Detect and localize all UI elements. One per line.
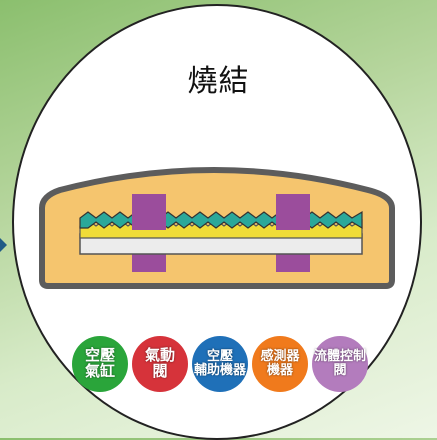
button-line1: 空壓 (84, 346, 115, 365)
pillar-upper-left (132, 194, 166, 230)
button-line2: 閥 (152, 362, 168, 380)
pillar-lower-left (132, 250, 166, 272)
fluid-control-valve-button[interactable]: 流體控制 閥 (312, 336, 368, 392)
pneumatic-valve-button[interactable]: 氣動 閥 (132, 336, 188, 392)
button-line2: 輔助機器 (193, 363, 246, 378)
button-line2: 氣缸 (84, 362, 115, 380)
air-auxiliary-button[interactable]: 空壓 輔助機器 (192, 336, 248, 392)
pillar-lower-right (276, 250, 310, 272)
button-line1: 感測器 (260, 349, 300, 365)
button-line1: 空壓 (206, 349, 233, 365)
left-arrow-icon[interactable] (0, 238, 7, 252)
sensor-button[interactable]: 感測器 機器 (252, 336, 308, 392)
button-line1: 流體控制 (313, 349, 366, 365)
button-line2: 機器 (266, 363, 293, 378)
pillar-upper-right (276, 194, 310, 230)
diagram-title: 燒結 (187, 64, 250, 99)
button-line1: 氣動 (144, 346, 175, 365)
button-line2: 閥 (333, 363, 347, 378)
pneumatic-cylinder-button[interactable]: 空壓 氣缸 (72, 336, 128, 392)
